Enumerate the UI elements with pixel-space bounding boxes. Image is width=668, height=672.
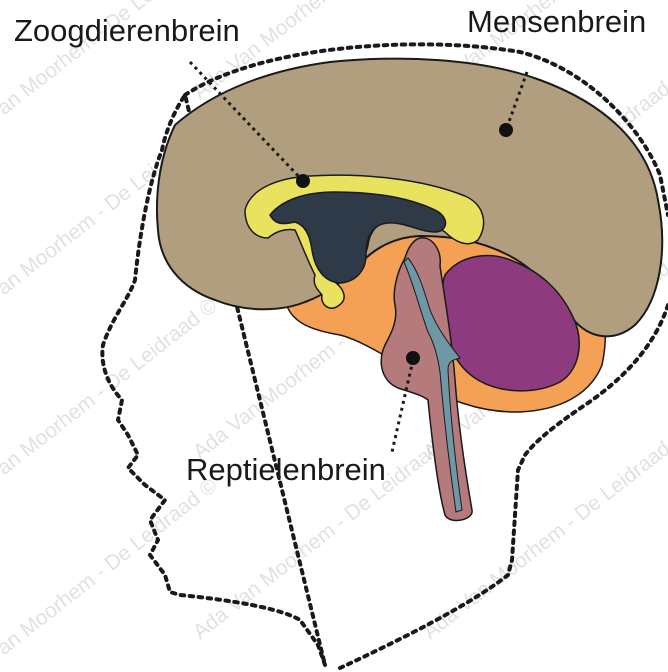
watermark-text: Ada Van Moorhem - De Leidraad © <box>0 474 222 672</box>
marker-dot-human <box>499 123 513 137</box>
label-human-brain: Mensenbrein <box>467 4 646 39</box>
label-reptile-brain: Reptielenbrein <box>186 452 386 487</box>
marker-dot-mammal <box>296 174 310 188</box>
label-mammal-brain: Zoogdierenbrein <box>14 13 240 48</box>
marker-dot-reptile <box>406 351 420 365</box>
